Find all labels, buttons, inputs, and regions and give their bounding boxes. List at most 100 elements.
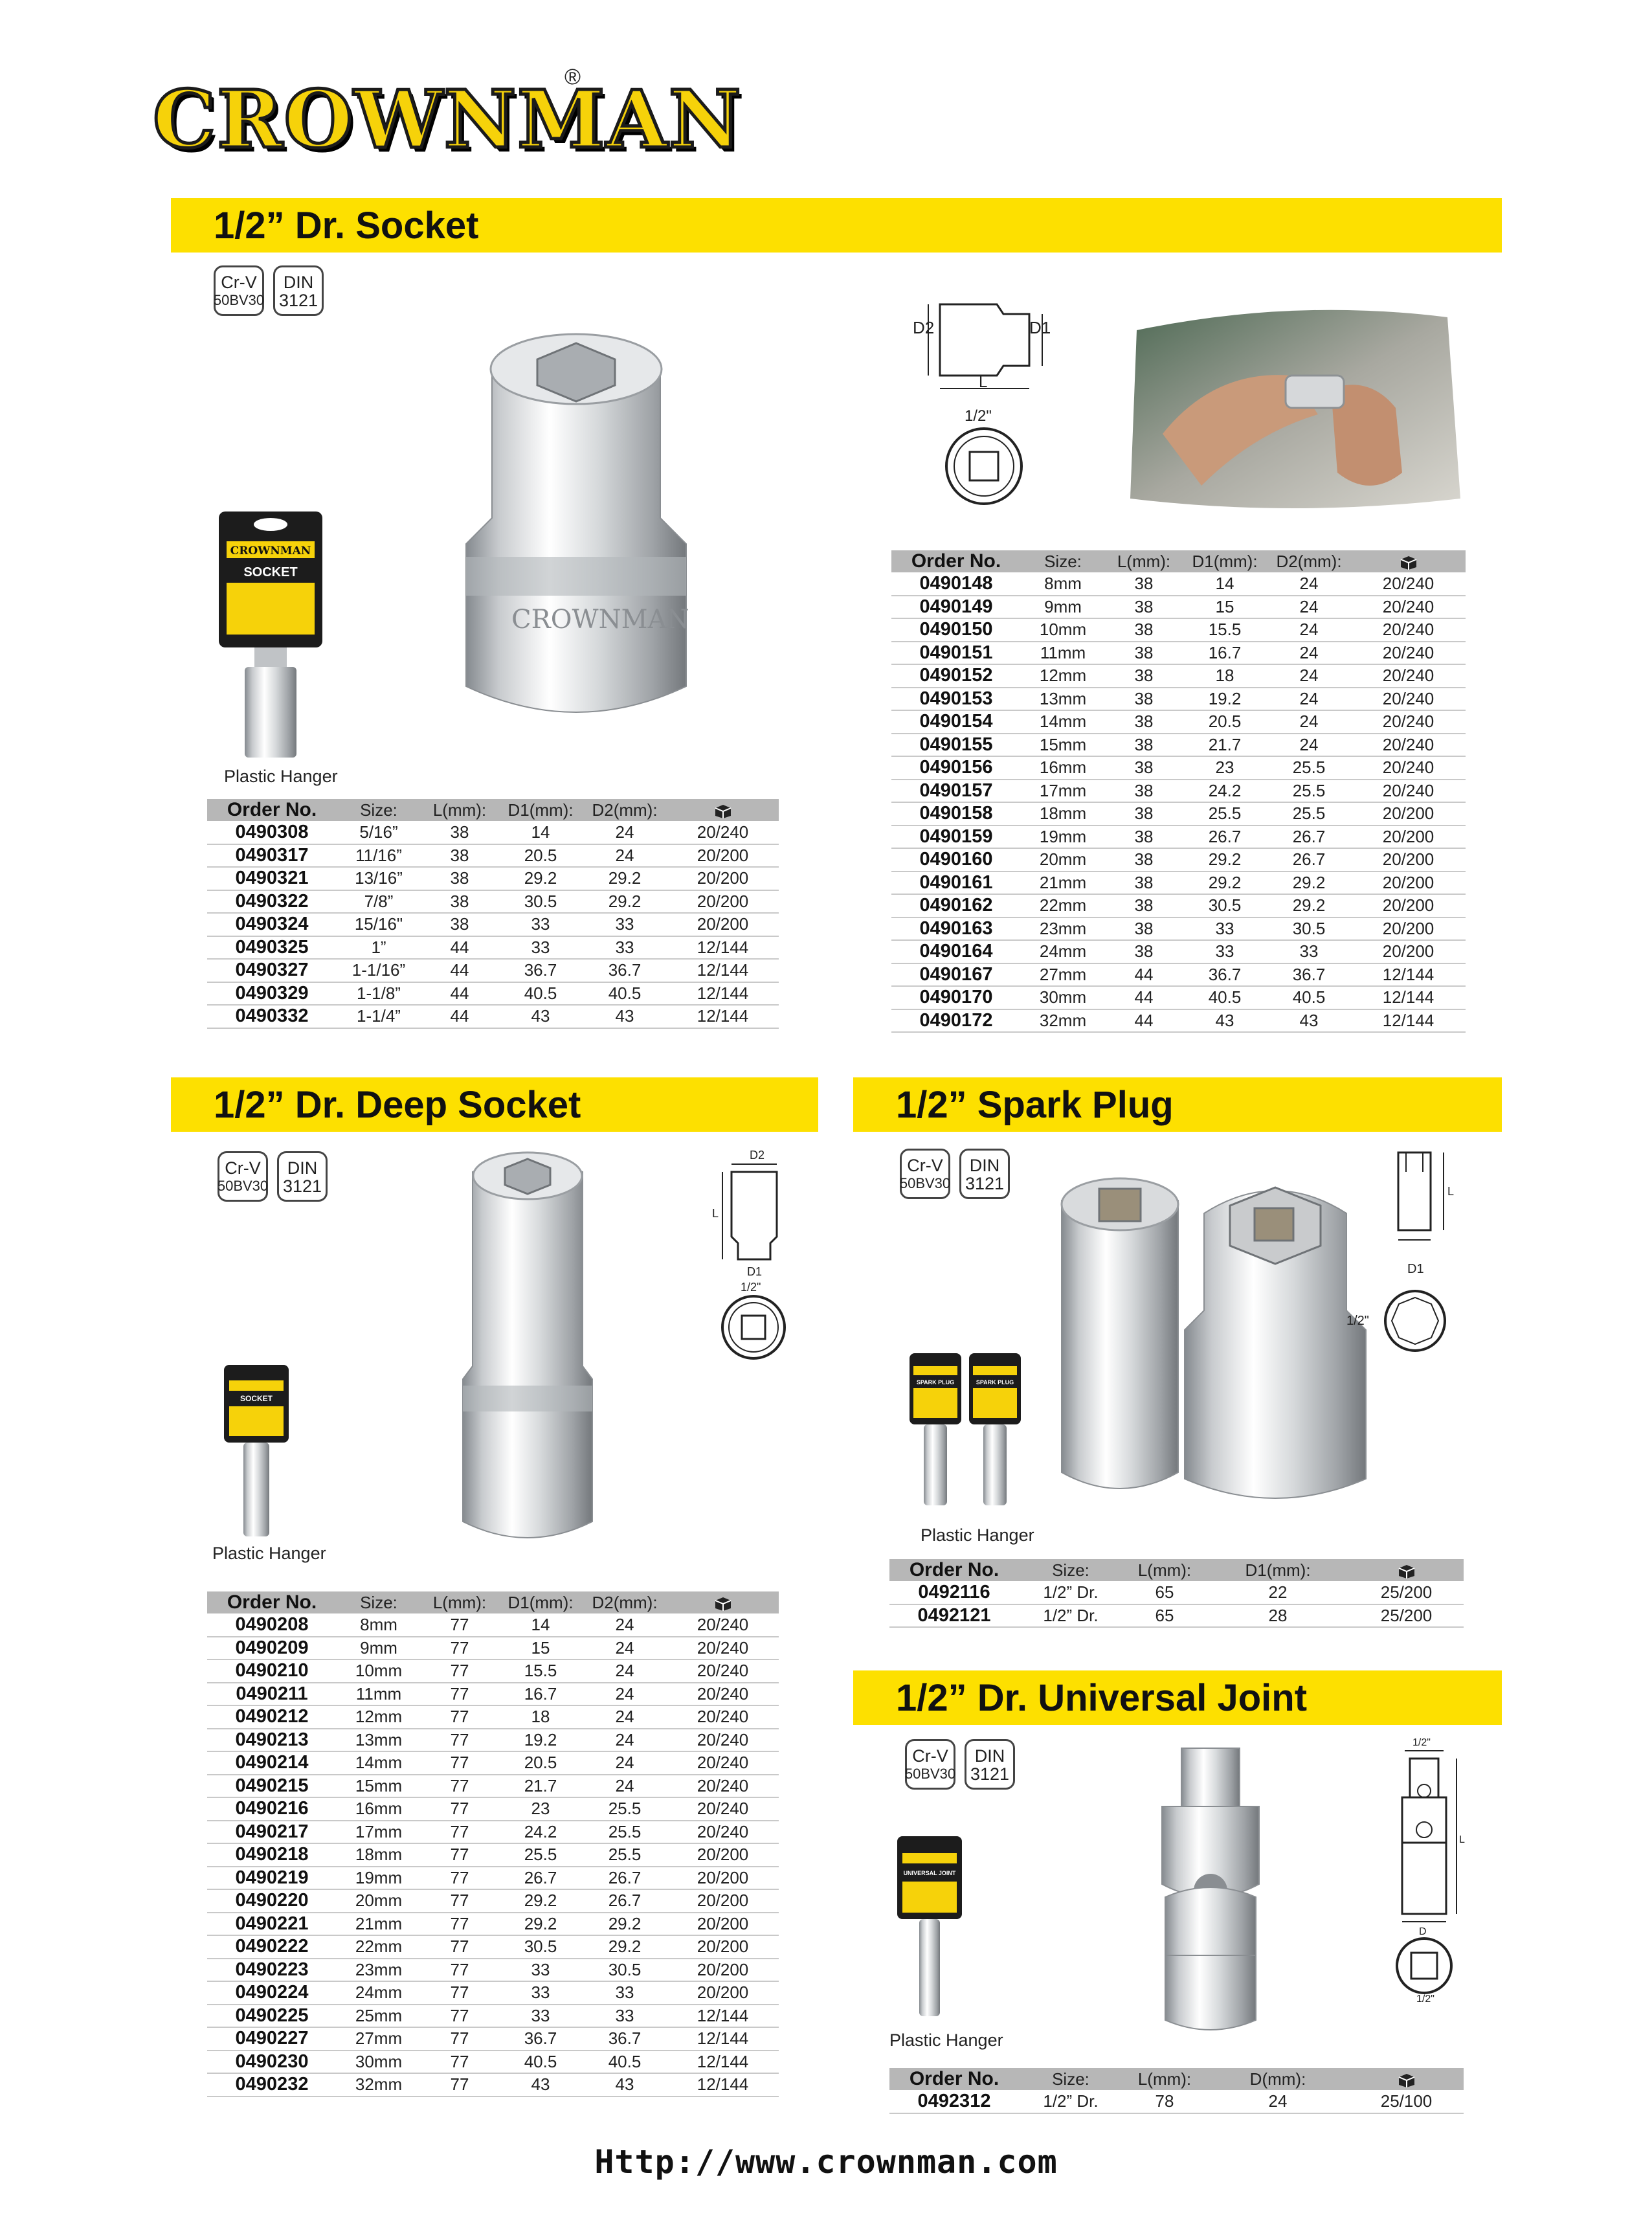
svg-text:D2: D2 (913, 318, 934, 337)
table-cell: 30.5 (583, 1958, 667, 1982)
table-cell: 33 (498, 2004, 583, 2028)
order-number: 0490222 (207, 1935, 337, 1959)
table-cell: 25.5 (583, 1797, 667, 1821)
registered-mark: ® (564, 65, 581, 89)
table-cell: 29.2 (498, 867, 583, 891)
table-cell: 29.2 (583, 867, 667, 891)
table-cell: 38 (1105, 848, 1183, 872)
hanger-socket-label: SOCKET (243, 565, 297, 579)
table-cell: 26.7 (1183, 825, 1267, 849)
table-cell: 40.5 (1267, 986, 1351, 1010)
caption-plastic-hanger-deep-socket: Plastic Hanger (212, 1544, 326, 1563)
hanger-spark-plug-label: SPARK PLUG (976, 1379, 1014, 1386)
caption-plastic-hanger-socket: Plastic Hanger (224, 767, 338, 786)
table-cell: 11/16” (337, 844, 421, 868)
table-cell: 77 (421, 1728, 498, 1752)
order-number: 0490209 (207, 1636, 337, 1660)
table-cell: 33 (1183, 917, 1267, 941)
table-cell: 38 (1105, 779, 1183, 803)
table-cell: 15/16" (337, 913, 421, 937)
table-cell: 24 (1267, 572, 1351, 596)
order-number: 0490322 (207, 890, 337, 914)
table-cell: 15.5 (1183, 618, 1267, 642)
order-number: 0490157 (891, 779, 1021, 803)
order-number: 0490308 (207, 821, 337, 845)
order-number: 0490232 (207, 2073, 337, 2097)
table-cell: 20/240 (1351, 664, 1466, 688)
order-number: 0490156 (891, 756, 1021, 780)
table-cell: 25/100 (1349, 2090, 1464, 2114)
table-cell: 22mm (337, 1935, 421, 1959)
table-cell: 20/200 (667, 1958, 779, 1982)
table-cell: 38 (1105, 733, 1183, 757)
table-cell: 21.7 (498, 1774, 583, 1798)
table-cell: 13mm (1021, 687, 1105, 711)
table-cell: 77 (421, 2073, 498, 2097)
table-cell: 24 (583, 1728, 667, 1752)
table-cell: 23 (1183, 756, 1267, 780)
plastic-hanger-socket: CROWNMAN SOCKET (219, 512, 322, 758)
table-cell: 38 (1105, 917, 1183, 941)
table-cell: 20/200 (667, 1843, 779, 1867)
table-cell: 5/16” (337, 821, 421, 845)
table-cell: 1/2” Dr. (1019, 1581, 1122, 1605)
table-cell: 44 (421, 982, 498, 1006)
svg-text:1/2": 1/2" (1412, 1737, 1431, 1748)
section-title-universal-joint: 1/2” Dr. Universal Joint (896, 1676, 1308, 1719)
website-url[interactable]: Http://www.crownman.com (594, 2143, 1058, 2181)
table-cell: 65 (1122, 1604, 1207, 1628)
table-cell: 29.2 (1183, 871, 1267, 895)
table-cell: 24 (1267, 618, 1351, 642)
table-cell: 30mm (337, 2050, 421, 2074)
universal-joint-photo (1161, 1748, 1260, 2030)
svg-text:CROWNMAN: CROWNMAN (511, 605, 689, 635)
section-banner-deep-socket: 1/2” Dr. Deep Socket (171, 1077, 818, 1132)
table-cell: 38 (421, 844, 498, 868)
table-cell: 43 (1183, 1009, 1267, 1033)
table-cell: 8mm (1021, 572, 1105, 596)
svg-text:D1: D1 (1407, 1262, 1424, 1276)
svg-text:1/2": 1/2" (965, 407, 992, 425)
table-cell: 33 (498, 936, 583, 960)
table-cell: 20/240 (667, 1728, 779, 1752)
table-cell: 25/200 (1349, 1604, 1464, 1628)
table-cell: 29.2 (583, 1935, 667, 1959)
table-header-row: Order No. Size: L(mm): D1(mm): (889, 1559, 1464, 1581)
hanger-socket-label: SOCKET (240, 1394, 273, 1403)
table-cell: 29.2 (1183, 848, 1267, 872)
table-cell: 20/240 (1351, 618, 1466, 642)
table-cell: 33 (583, 936, 667, 960)
order-number: 0490324 (207, 913, 337, 937)
table-cell: 24 (583, 1613, 667, 1637)
table-cell: 36.7 (498, 2027, 583, 2051)
order-number: 0490213 (207, 1728, 337, 1752)
svg-text:D1: D1 (747, 1265, 762, 1278)
table-cell: 20/200 (667, 867, 779, 891)
box-icon (715, 1597, 731, 1611)
table-cell: 40.5 (583, 982, 667, 1006)
table-cell: 24 (1267, 641, 1351, 665)
section-banner-spark-plug: 1/2” Spark Plug (853, 1077, 1502, 1132)
brand-name: CROWNMAN (151, 71, 743, 168)
table-cell: 38 (1105, 871, 1183, 895)
table-cell: 11mm (1021, 641, 1105, 665)
table-cell: 9mm (337, 1636, 421, 1660)
table-header-row: Order No. Size: L(mm): D(mm): (889, 2068, 1464, 2090)
table-cell: 38 (1105, 940, 1183, 964)
table-cell: 38 (1105, 664, 1183, 688)
table-cell: 38 (421, 913, 498, 937)
